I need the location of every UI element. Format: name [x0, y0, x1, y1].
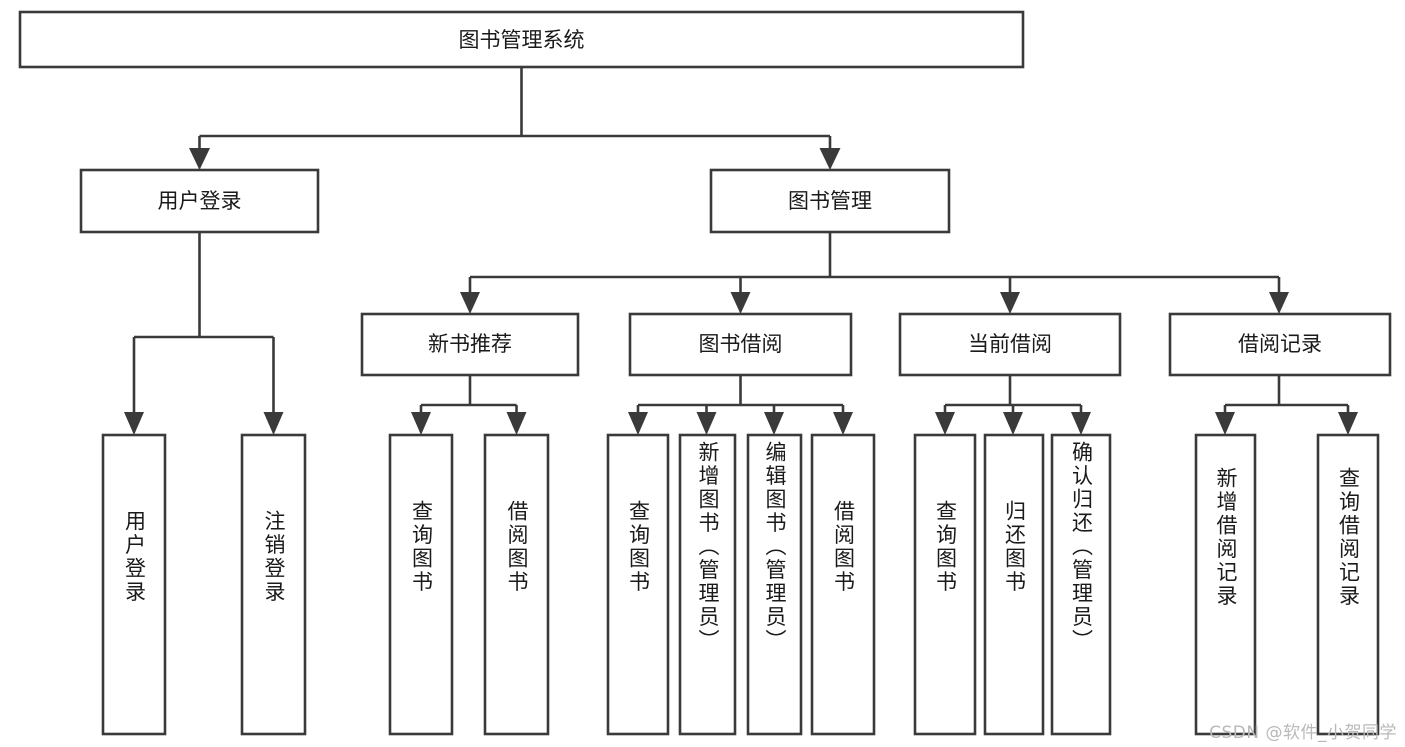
node-current-borrow-label: 当前借阅 — [968, 332, 1052, 356]
node-leaf-edit-book[interactable] — [746, 433, 803, 736]
arrow-to-leaf-add-book — [696, 412, 717, 435]
arrow-to-book-borrow — [730, 292, 751, 314]
node-book-borrow[interactable] — [628, 312, 853, 377]
arrow-to-leaf-edit-book — [764, 412, 784, 435]
node-borrow-record[interactable] — [1168, 312, 1392, 377]
node-root-label: 图书管理系统 — [459, 28, 585, 52]
arrow-to-leaf-query-book-2 — [628, 412, 648, 435]
arrow-to-new-book-recommend — [460, 292, 480, 314]
arrow-to-leaf-borrow-book-2 — [833, 412, 853, 435]
node-root[interactable] — [18, 10, 1025, 69]
arrow-root-to-user-login — [189, 148, 210, 170]
node-user-login-label: 用户登录 — [158, 189, 242, 213]
node-leaf-borrow-book-1[interactable] — [483, 433, 550, 736]
node-book-management[interactable] — [709, 168, 951, 234]
node-leaf-query-book-3[interactable] — [913, 433, 977, 736]
node-leaf-user-login[interactable] — [101, 433, 167, 736]
node-leaf-add-book[interactable] — [678, 433, 737, 736]
arrow-to-leaf-query-record — [1338, 412, 1358, 435]
arrow-to-current-borrow — [1000, 292, 1020, 314]
arrow-to-leaf-return-book — [1003, 412, 1023, 435]
node-user-login[interactable] — [79, 168, 320, 234]
node-leaf-query-record[interactable] — [1316, 433, 1380, 736]
node-leaf-user-logout[interactable] — [240, 433, 307, 736]
edge-layer — [124, 67, 1358, 435]
node-leaf-add-record[interactable] — [1194, 433, 1257, 736]
arrow-to-leaf-user-logout — [263, 412, 284, 435]
node-leaf-query-book-1[interactable] — [388, 433, 454, 736]
node-new-book-recommend-label: 新书推荐 — [428, 332, 512, 356]
arrow-to-leaf-query-book-1 — [411, 412, 431, 435]
arrow-to-borrow-record — [1269, 292, 1289, 314]
node-leaf-borrow-book-2[interactable] — [810, 433, 876, 736]
arrow-root-to-book-management — [819, 148, 841, 170]
node-leaf-query-book-2[interactable] — [606, 433, 670, 736]
node-book-management-label: 图书管理 — [788, 189, 872, 213]
node-new-book-recommend[interactable] — [360, 312, 580, 377]
node-book-borrow-label: 图书借阅 — [699, 332, 783, 356]
node-leaf-confirm-return[interactable] — [1050, 433, 1112, 736]
watermark-text: CSDN @软件_小贺同学 — [1209, 723, 1397, 743]
arrow-to-leaf-borrow-book-1 — [506, 412, 527, 435]
arrow-to-leaf-add-record — [1215, 412, 1235, 435]
node-leaf-return-book[interactable] — [983, 433, 1045, 736]
node-layer: 图书管理系统 用户登录 图书管理 新书推荐 图书借阅 当前借阅 借阅记录 — [18, 10, 1392, 736]
node-borrow-record-label: 借阅记录 — [1238, 332, 1322, 356]
arrow-to-leaf-query-book-3 — [935, 412, 955, 435]
arrow-to-leaf-user-login — [124, 412, 144, 435]
node-current-borrow[interactable] — [898, 312, 1122, 377]
arrow-to-leaf-confirm-return — [1071, 412, 1091, 435]
